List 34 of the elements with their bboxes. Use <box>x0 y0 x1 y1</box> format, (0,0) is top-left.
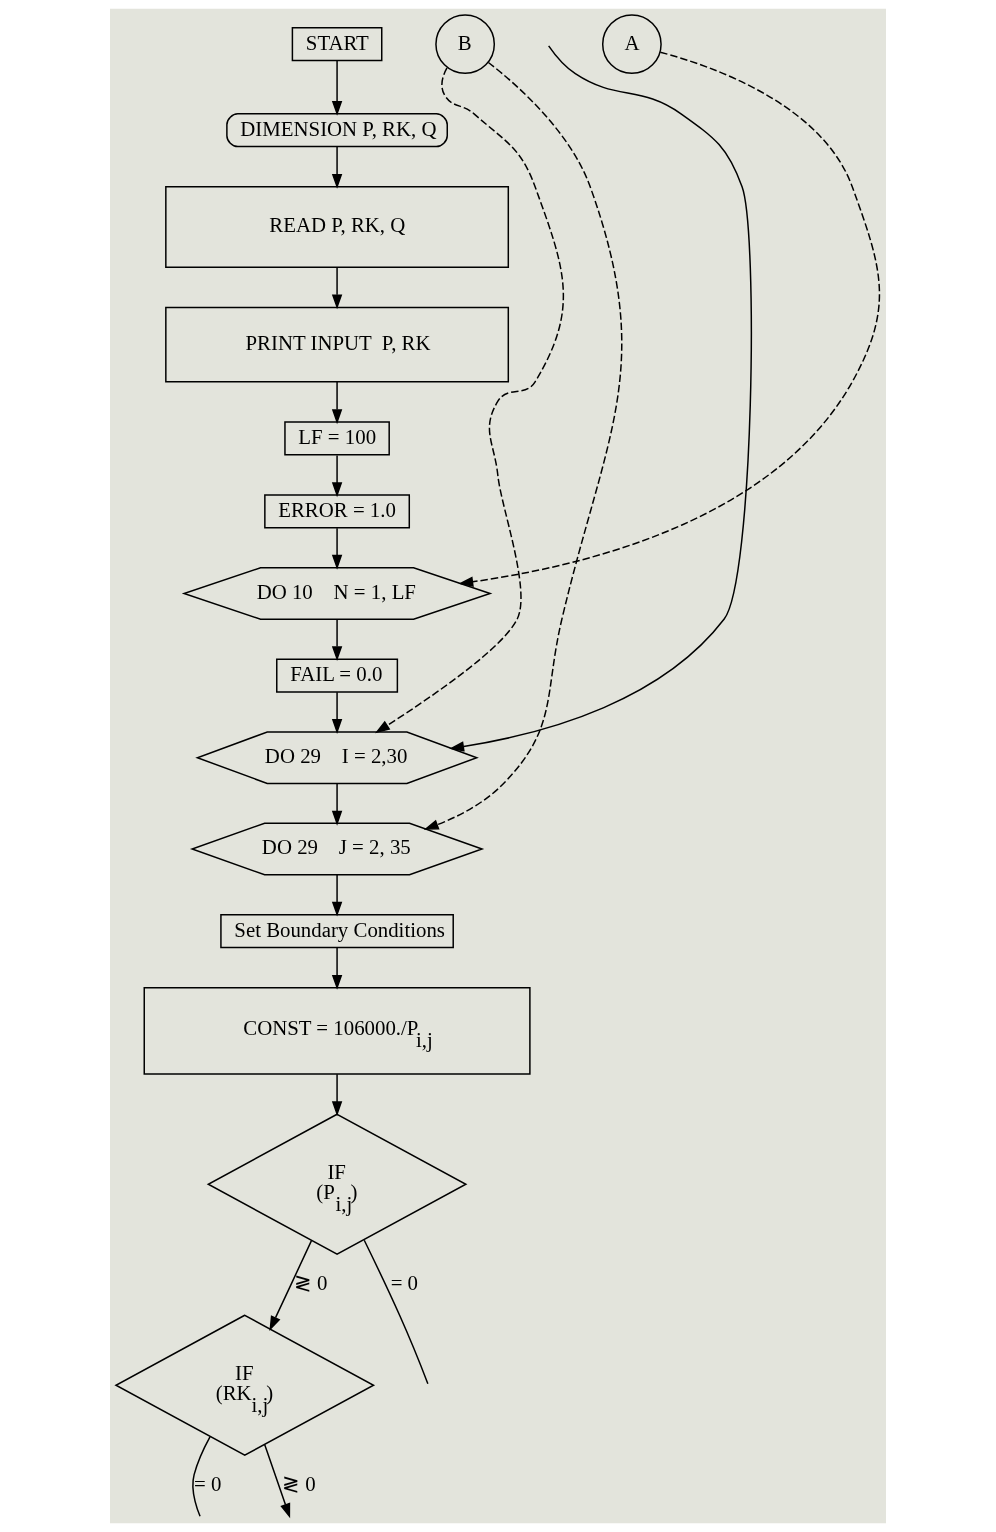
node-circle: A <box>601 14 662 75</box>
arrow <box>331 146 343 189</box>
edge-label: ≷ 0 <box>281 1472 316 1497</box>
node-box: DIMENSION P, RK, Q <box>226 113 448 148</box>
node-circle: B <box>435 14 496 75</box>
arrow <box>375 67 564 734</box>
arrow <box>331 454 343 498</box>
arrow <box>331 946 343 990</box>
node-box: Set Boundary Conditions <box>220 913 454 949</box>
arrow <box>331 527 343 570</box>
node-box: FAIL = 0.0 <box>276 658 399 693</box>
node-box: PRINT INPUT P, RK <box>165 306 510 383</box>
connector <box>192 1436 211 1517</box>
arrow <box>331 782 343 826</box>
arrow <box>331 691 343 734</box>
edge-label: = 0 <box>194 1472 222 1497</box>
node-box: START <box>291 27 383 62</box>
arrow <box>423 61 623 830</box>
arrow <box>264 1443 291 1519</box>
arrow <box>331 618 343 662</box>
arrow <box>331 266 343 310</box>
node-box: ERROR = 1.0 <box>264 494 411 529</box>
edge-label: = 0 <box>390 1271 419 1296</box>
connector <box>363 1239 429 1385</box>
arrow <box>331 873 343 917</box>
edge-label: ≷ 0 <box>293 1271 328 1296</box>
arrow <box>458 51 880 587</box>
node-box: READ P, RK, Q <box>165 186 510 268</box>
node-box: LF = 100 <box>284 421 390 456</box>
arrow <box>331 60 343 116</box>
arrow <box>449 45 752 752</box>
arrow <box>269 1240 313 1331</box>
arrow <box>331 381 343 425</box>
arrow <box>331 1073 343 1117</box>
